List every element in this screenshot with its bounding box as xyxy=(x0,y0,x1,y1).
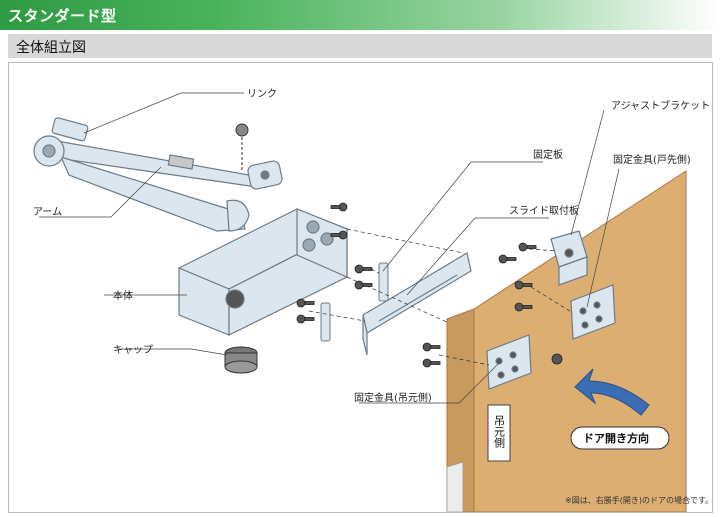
hinge-side-label: 吊元側 xyxy=(493,415,506,448)
label-bracket-hinge: 固定金具(吊元側) xyxy=(354,391,432,404)
screws xyxy=(296,202,563,368)
label-bracket-door: 固定金具(戸先側) xyxy=(613,153,691,166)
arm-bar xyxy=(59,156,246,232)
hinge-side-box xyxy=(487,404,511,462)
fixed-plates xyxy=(320,262,389,342)
closer-body xyxy=(177,208,349,336)
door-open-badge xyxy=(570,426,670,450)
fixed-plate-upper xyxy=(378,262,389,302)
body-valve-2 xyxy=(320,232,334,246)
label-arm: アーム xyxy=(33,206,62,218)
header-title: スタンダード型 xyxy=(8,7,117,25)
link-end-hole xyxy=(260,170,270,180)
label-slide-plate: スライド取付板 xyxy=(509,204,579,217)
cap xyxy=(224,346,258,374)
section-title: 全体組立図 xyxy=(16,40,86,56)
arm-pivot-inner xyxy=(42,144,56,158)
assembly-diagram: 吊元側 xyxy=(33,88,713,513)
label-body: 本体 xyxy=(113,289,133,302)
fixed-plate-lower xyxy=(320,302,331,342)
door-open-arrow xyxy=(574,368,650,416)
section-bar: 全体組立図 xyxy=(8,34,712,58)
footnote: ※図は、右勝手(開き)のドアの場合です。 xyxy=(565,495,712,505)
assembly-lines xyxy=(308,228,574,366)
door-open-label: ドア開き方向 xyxy=(583,431,649,445)
arm-screw xyxy=(235,123,249,171)
slide-plate xyxy=(362,252,472,356)
leader-lines xyxy=(39,92,620,404)
door-bracket xyxy=(570,284,616,340)
arm-clamp xyxy=(51,117,89,142)
door xyxy=(446,170,687,513)
label-link: リンク xyxy=(247,88,277,100)
hinge-bracket xyxy=(486,334,532,390)
arm-elbow xyxy=(226,199,250,232)
arm-spring xyxy=(167,154,195,170)
label-fixed-plate: 固定板 xyxy=(533,148,563,161)
body-valve-1 xyxy=(306,220,320,234)
door-frame-strip xyxy=(446,461,464,513)
diagram-frame: 吊元側 xyxy=(8,62,713,513)
arm-assembly xyxy=(33,117,283,232)
label-adjust-bracket: アジャストブラケット xyxy=(611,99,710,112)
label-cap: キャップ xyxy=(113,344,153,356)
adjust-bracket xyxy=(550,230,588,286)
body-shaft xyxy=(225,289,245,309)
header-banner: スタンダード型 xyxy=(0,0,720,30)
body-valve-3 xyxy=(302,238,316,252)
